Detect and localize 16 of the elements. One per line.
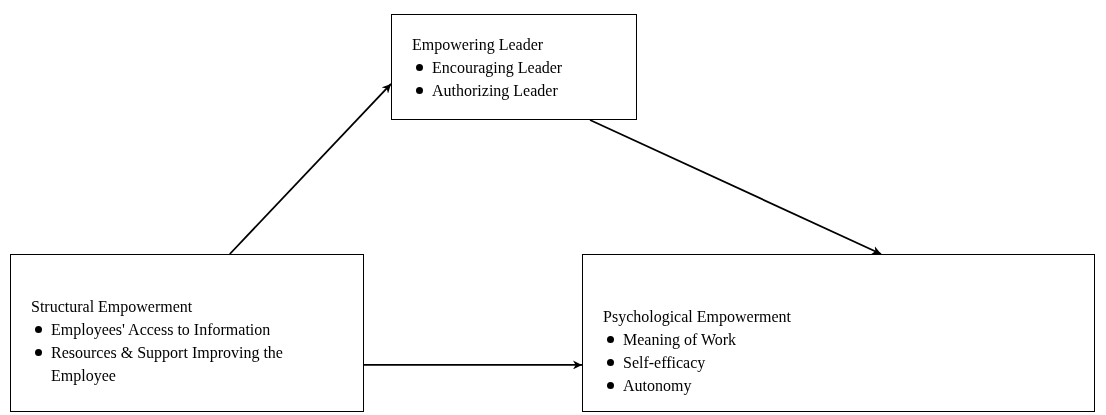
bullet-text: Authorizing Leader	[432, 82, 558, 99]
box-heading: Empowering Leader	[412, 35, 545, 56]
bullet-text: Resources & Support Improving the Employee	[51, 344, 283, 384]
concept-box	[10, 254, 364, 412]
arrow	[228, 83, 392, 255]
box-heading: Structural Empowerment	[31, 297, 194, 318]
bullet-text: Autonomy	[623, 377, 692, 394]
bullet-text: Encouraging Leader	[432, 59, 563, 76]
bullet-text: Employees' Access to Information	[51, 321, 271, 338]
box-heading: Psychological Empowerment	[603, 307, 792, 328]
bullet-text: Meaning of Work	[623, 331, 737, 348]
bullet-text: Self-efficacy	[623, 354, 706, 371]
arrow	[363, 360, 583, 370]
concept-box	[582, 254, 1095, 412]
concept-box	[391, 14, 637, 120]
arrow	[589, 119, 882, 255]
